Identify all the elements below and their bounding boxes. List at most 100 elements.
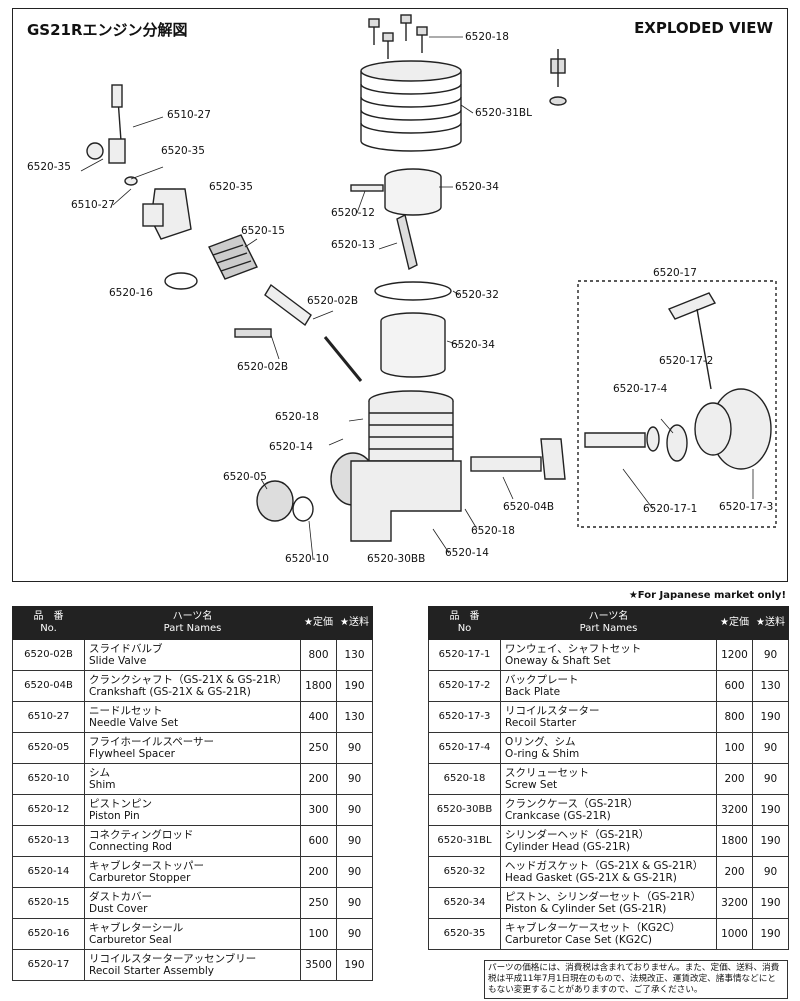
part-name-en: Piston & Cylinder Set (GS-21R)	[505, 903, 667, 915]
part-name-en: Recoil Starter Assembly	[89, 965, 215, 977]
part-shipping: 90	[336, 794, 373, 826]
part-price: 800	[300, 639, 337, 671]
japanese-market-note: ★For Japanese market only!	[628, 590, 786, 601]
part-number: 6520-17-2	[428, 670, 501, 702]
cylinder-head-drawing	[360, 60, 462, 152]
part-name-en: Slide Valve	[89, 655, 147, 667]
part-price: 1200	[716, 639, 753, 671]
callout-6510-27-top: 6510-27	[167, 109, 211, 121]
part-number: 6520-34	[428, 887, 501, 919]
part-name-jp: ヘッドガスケット（GS-21X & GS-21R）	[505, 860, 704, 872]
engine-illustration	[80, 14, 777, 560]
part-name-jp: キャブレターケースセット（KG2C）	[505, 922, 681, 934]
crankcase-drawing	[330, 390, 462, 542]
part-name-jp: ニードルセット	[89, 705, 163, 717]
part-name-en: Recoil Starter	[505, 717, 577, 729]
diagram-title: GS21Rエンジン分解図	[27, 21, 188, 39]
part-name-jp: スクリューセット	[505, 767, 589, 779]
part-price: 1000	[716, 918, 753, 950]
part-name: クランクケース（GS-21R）Crankcase (GS-21R)	[500, 794, 717, 826]
part-price: 3500	[300, 949, 337, 981]
callout-6520-15: 6520-15	[241, 225, 285, 237]
part-name-jp: コネクティングロッド	[89, 829, 194, 841]
part-price: 3200	[716, 794, 753, 826]
part-name-en: Carburetor Seal	[89, 934, 172, 946]
part-name-en: Head Gasket (GS-21X & GS-21R)	[505, 872, 677, 884]
part-shipping: 90	[336, 825, 373, 857]
part-shipping: 90	[752, 732, 789, 764]
part-price: 1800	[716, 825, 753, 857]
part-number: 6520-13	[12, 825, 85, 857]
part-name-jp: リコイルスターター	[505, 705, 600, 717]
part-name: キャブレターケースセット（KG2C）Carburetor Case Set (K…	[500, 918, 717, 950]
part-price: 1800	[300, 670, 337, 702]
part-name-en: Cylinder Head (GS-21R)	[505, 841, 631, 853]
callout-6520-34-mid: 6520-34	[451, 339, 495, 351]
part-shipping: 90	[752, 763, 789, 795]
part-name: クランクシャフト（GS-21X & GS-21R）Crankshaft (GS-…	[84, 670, 301, 702]
part-shipping: 190	[336, 949, 373, 981]
part-price: 3200	[716, 887, 753, 919]
part-price: 300	[300, 794, 337, 826]
stopper-screw-drawing	[234, 328, 272, 338]
part-shipping: 90	[336, 732, 373, 764]
part-name: シリンダーヘッド（GS-21R）Cylinder Head (GS-21R)	[500, 825, 717, 857]
leader-lines	[80, 36, 754, 560]
cylinder-liner-drawing	[380, 312, 446, 378]
part-name-jp: リコイルスターターアッセンブリー	[89, 953, 257, 965]
part-name-jp: ピストンピン	[89, 798, 152, 810]
header-price: ★定価	[300, 606, 337, 640]
part-shipping: 190	[752, 794, 789, 826]
recoil-starter-group-box	[577, 280, 777, 528]
callout-6520-34-top: 6520-34	[455, 181, 499, 193]
part-number: 6520-32	[428, 856, 501, 888]
carburetor-drawing	[86, 84, 192, 240]
header-price: ★定価	[716, 606, 753, 640]
part-price: 600	[716, 670, 753, 702]
part-name-en: Shim	[89, 779, 116, 791]
part-number: 6520-15	[12, 887, 85, 919]
callout-6520-35-left: 6520-35	[27, 161, 71, 173]
exploded-view-label: EXPLODED VIEW	[634, 19, 773, 37]
piston-drawing	[384, 168, 442, 216]
part-name-en: Carburetor Case Set (KG2C)	[505, 934, 652, 946]
shim-drawing	[292, 496, 314, 522]
flywheel-spacer-drawing	[256, 480, 294, 522]
slide-valve-drawing	[264, 283, 312, 327]
part-name-jp: キャブレターシール	[89, 922, 184, 934]
part-shipping: 90	[336, 856, 373, 888]
part-price: 250	[300, 887, 337, 919]
slide-rod-drawing	[323, 336, 363, 382]
callout-6520-18-mid: 6520-18	[275, 411, 319, 423]
part-shipping: 130	[336, 639, 373, 671]
part-name: ピストン、シリンダーセット（GS-21R）Piston & Cylinder S…	[500, 887, 717, 919]
part-name-en: Needle Valve Set	[89, 717, 179, 729]
part-number: 6520-04B	[12, 670, 85, 702]
part-name-jp: Oリング、シム	[505, 736, 576, 748]
glow-plug-drawing	[549, 49, 567, 106]
part-shipping: 190	[336, 670, 373, 702]
part-name-jp: ダストカバー	[89, 891, 152, 903]
callout-6520-17-4: 6520-17-4	[613, 383, 668, 395]
part-shipping: 190	[752, 701, 789, 733]
callout-6520-14-bottom: 6520-14	[445, 547, 489, 559]
part-price: 600	[300, 825, 337, 857]
